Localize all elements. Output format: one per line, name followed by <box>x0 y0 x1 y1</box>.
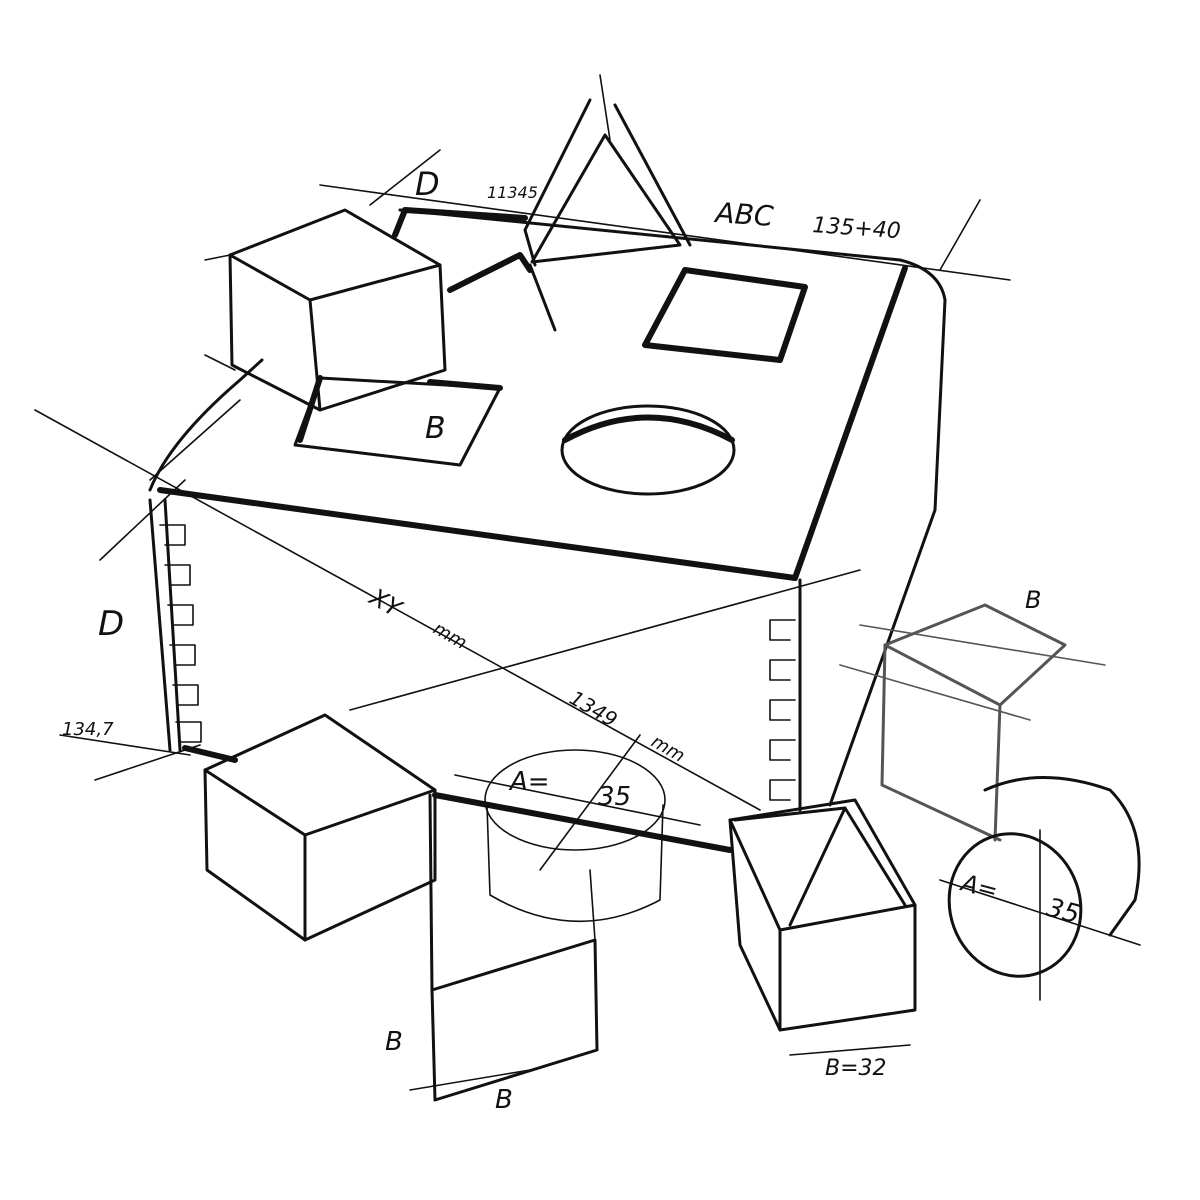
prism-bottom <box>409 793 599 1102</box>
label-prism-b: B=32 <box>825 1056 887 1081</box>
label-cyl2-a: A= <box>957 868 1001 905</box>
label-1349: 1349 <box>566 686 622 732</box>
label-block-b-side: B <box>385 1027 403 1057</box>
triangle-prism <box>728 798 917 1056</box>
cylinder-middle <box>484 749 666 923</box>
label-abc-value: 135+40 <box>812 213 902 244</box>
cube-right <box>839 603 1106 842</box>
cube-top-left <box>204 208 447 412</box>
annotations: D 11345 ABC 135+40 B D 134,7 XY mm 1349 … <box>62 165 1083 1115</box>
d-hole <box>392 207 533 293</box>
construction-lines <box>34 74 1141 1001</box>
round-hole <box>560 404 736 496</box>
cylinder-right <box>947 776 1141 978</box>
label-cyl1-a: A= <box>508 767 550 797</box>
label-xy: XY <box>363 582 408 624</box>
label-1349-unit: mm <box>648 731 689 767</box>
label-top-d-value: 11345 <box>487 183 538 202</box>
label-block-b-bottom: B <box>495 1085 513 1115</box>
label-cyl1-value: 35 <box>598 782 631 812</box>
label-xy-unit: mm <box>430 618 471 654</box>
hatch-ladder-left <box>159 524 202 743</box>
square-hole <box>642 267 808 363</box>
triangle-piece <box>523 98 692 332</box>
hatch-ladder-right <box>769 619 796 801</box>
label-hole-b: B <box>425 411 446 446</box>
cube-bottom-left <box>203 713 437 942</box>
label-side-dim: 134,7 <box>62 719 114 740</box>
label-top-d: D <box>415 165 440 203</box>
box-body <box>148 208 947 853</box>
label-abc: ABC <box>713 196 776 233</box>
label-side-d: D <box>98 604 124 644</box>
label-cube-right-b: B <box>1025 586 1041 614</box>
b-hole <box>293 375 503 467</box>
